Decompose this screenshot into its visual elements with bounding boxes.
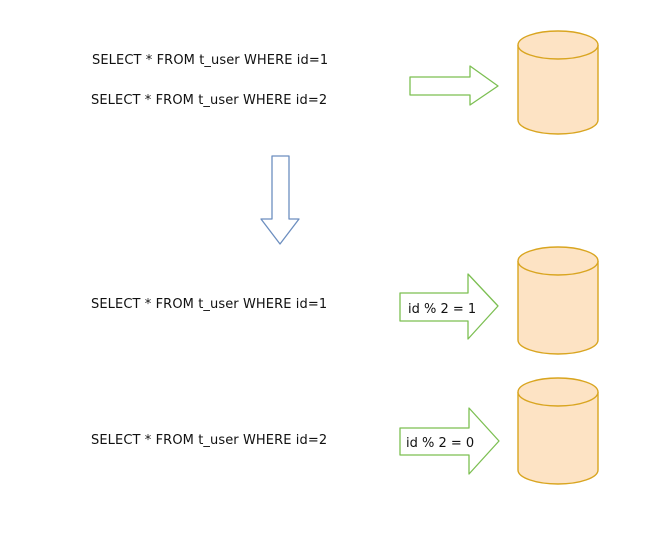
database-icon bbox=[517, 377, 599, 485]
route-arrow-1 bbox=[399, 273, 499, 340]
route-query-2: SELECT * FROM t_user WHERE id=2 bbox=[91, 433, 328, 448]
route-query-1: SELECT * FROM t_user WHERE id=1 bbox=[91, 297, 328, 312]
database-icon bbox=[517, 30, 599, 135]
top-arrow bbox=[409, 65, 499, 106]
database-icon bbox=[517, 246, 599, 355]
route-rule-1: id % 2 = 1 bbox=[408, 302, 476, 317]
down-arrow bbox=[260, 155, 300, 245]
route-rule-2: id % 2 = 0 bbox=[406, 436, 474, 451]
top-query-2: SELECT * FROM t_user WHERE id=2 bbox=[91, 93, 328, 108]
top-query-1: SELECT * FROM t_user WHERE id=1 bbox=[92, 53, 329, 68]
route-arrow-2 bbox=[399, 407, 500, 475]
